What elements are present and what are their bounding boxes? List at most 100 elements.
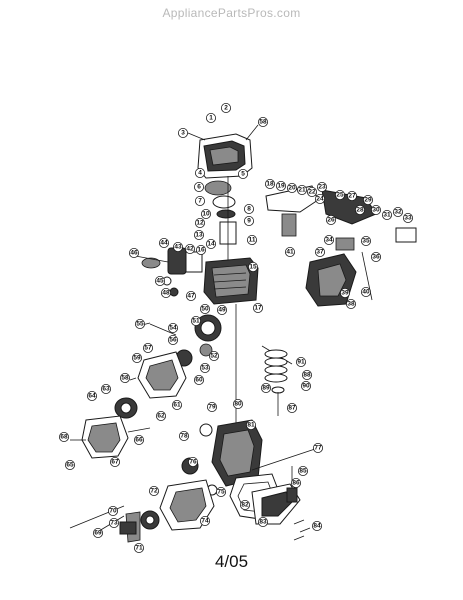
callout-21: 21 xyxy=(296,184,307,195)
svg-text:66: 66 xyxy=(135,437,143,444)
svg-text:11: 11 xyxy=(249,237,256,244)
svg-text:26: 26 xyxy=(327,217,335,224)
svg-text:49: 49 xyxy=(218,307,226,314)
svg-text:30: 30 xyxy=(372,207,380,214)
svg-text:37: 37 xyxy=(316,249,324,256)
callout-89: 89 xyxy=(260,382,271,393)
callout-87: 87 xyxy=(286,402,297,413)
callout-63: 63 xyxy=(101,383,112,394)
svg-text:73: 73 xyxy=(110,520,118,527)
crankcase xyxy=(181,419,263,496)
callout-82: 82 xyxy=(239,499,250,510)
svg-text:20: 20 xyxy=(288,185,296,192)
callout-70: 70 xyxy=(108,505,119,516)
callout-44: 44 xyxy=(158,237,169,248)
callout-23: 23 xyxy=(316,181,327,192)
callout-61: 61 xyxy=(171,399,182,410)
callout-56: 56 xyxy=(167,334,178,345)
svg-text:8: 8 xyxy=(247,206,251,213)
callout-54: 54 xyxy=(167,322,178,333)
callout-64: 64 xyxy=(87,390,98,401)
callout-76: 76 xyxy=(187,456,198,467)
svg-text:61: 61 xyxy=(173,402,181,409)
svg-text:7: 7 xyxy=(198,198,202,205)
svg-text:60: 60 xyxy=(195,377,203,384)
svg-text:6: 6 xyxy=(197,184,201,191)
svg-text:59: 59 xyxy=(133,355,141,362)
svg-text:32: 32 xyxy=(394,209,402,216)
clutch-drum xyxy=(70,397,151,459)
svg-text:62: 62 xyxy=(157,413,165,420)
callout-43: 43 xyxy=(172,241,183,252)
svg-text:65: 65 xyxy=(66,462,74,469)
svg-text:24: 24 xyxy=(316,196,324,203)
callout-9: 9 xyxy=(243,215,254,226)
callout-90: 90 xyxy=(300,380,311,391)
callout-7: 7 xyxy=(194,195,205,206)
site-watermark: AppliancePartsPros.com xyxy=(162,6,301,20)
svg-text:31: 31 xyxy=(383,212,391,219)
svg-text:2: 2 xyxy=(224,105,228,112)
callout-39: 39 xyxy=(339,287,350,298)
svg-text:67: 67 xyxy=(111,459,119,466)
callout-4: 4 xyxy=(194,167,205,178)
svg-text:35: 35 xyxy=(362,238,370,245)
svg-text:29: 29 xyxy=(364,197,372,204)
callout-57: 57 xyxy=(142,342,153,353)
engine-cylinder xyxy=(203,257,259,430)
callout-91: 91 xyxy=(295,356,306,367)
callout-84: 84 xyxy=(311,521,322,532)
svg-text:80: 80 xyxy=(234,401,242,408)
svg-text:87: 87 xyxy=(288,405,296,412)
svg-text:46: 46 xyxy=(130,250,138,257)
callout-2: 2 xyxy=(220,103,231,114)
flywheel-housing xyxy=(159,473,301,531)
svg-text:86: 86 xyxy=(292,480,300,487)
svg-text:36: 36 xyxy=(372,254,380,261)
svg-text:25: 25 xyxy=(336,192,344,199)
callout-72: 72 xyxy=(148,485,159,496)
callout-33: 33 xyxy=(402,212,413,223)
svg-text:82: 82 xyxy=(241,502,249,509)
air-filter-assembly xyxy=(204,176,237,260)
svg-text:77: 77 xyxy=(314,445,322,452)
svg-text:83: 83 xyxy=(259,519,267,526)
svg-text:44: 44 xyxy=(160,240,168,247)
svg-text:18: 18 xyxy=(266,181,274,188)
svg-text:58: 58 xyxy=(121,375,129,382)
callout-66: 66 xyxy=(133,434,144,445)
svg-text:70: 70 xyxy=(109,508,117,515)
callout-12: 12 xyxy=(194,217,205,228)
svg-text:51: 51 xyxy=(192,318,200,325)
callout-24: 24 xyxy=(314,193,325,204)
svg-text:57: 57 xyxy=(144,345,152,352)
callout-38: 38 xyxy=(345,298,356,309)
callout-37: 37 xyxy=(314,246,325,257)
svg-text:76: 76 xyxy=(189,459,197,466)
callout-29: 29 xyxy=(362,194,373,205)
svg-text:42: 42 xyxy=(186,246,194,253)
callout-49: 49 xyxy=(216,304,227,315)
callout-47: 47 xyxy=(185,290,196,301)
svg-text:9: 9 xyxy=(247,218,251,225)
svg-text:34: 34 xyxy=(325,237,333,244)
callout-22: 22 xyxy=(306,186,317,197)
svg-text:69: 69 xyxy=(94,530,102,537)
callout-69: 69 xyxy=(93,528,104,539)
callout-73: 73 xyxy=(109,518,120,529)
callout-53: 53 xyxy=(199,362,210,373)
callout-80: 80 xyxy=(232,398,243,409)
svg-text:64: 64 xyxy=(88,393,96,400)
svg-text:14: 14 xyxy=(207,241,215,248)
svg-text:39: 39 xyxy=(341,290,349,297)
callout-67: 67 xyxy=(110,456,121,467)
callout-65: 65 xyxy=(65,459,76,470)
callout-25: 25 xyxy=(334,189,345,200)
callout-10: 10 xyxy=(200,208,211,219)
svg-text:79: 79 xyxy=(208,404,216,411)
carburetor-assembly xyxy=(129,247,203,297)
callout-17: 17 xyxy=(252,302,263,313)
svg-text:15: 15 xyxy=(249,264,257,271)
svg-text:88: 88 xyxy=(303,372,311,379)
